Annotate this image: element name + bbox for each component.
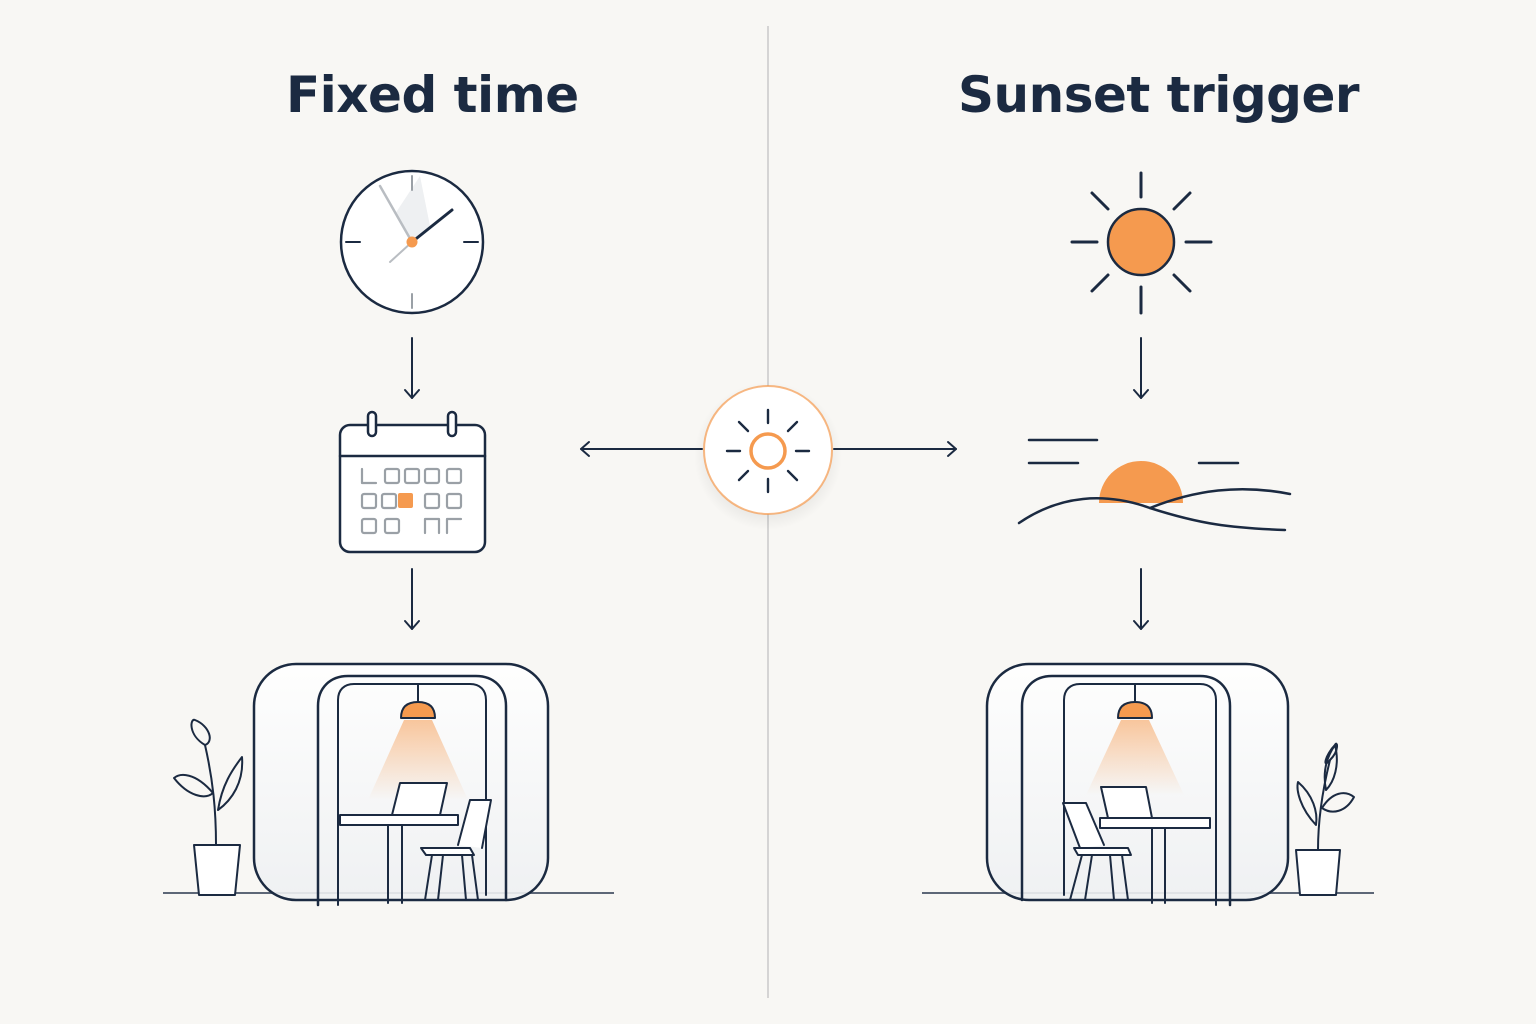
booth-icon: [985, 662, 1290, 907]
clock-icon: [339, 169, 485, 315]
booth-icon: [252, 662, 550, 907]
right-panel-title: Sunset trigger: [958, 66, 1360, 124]
sun-toggle-icon: [725, 408, 811, 494]
arrow-down-icon: [1133, 568, 1149, 630]
plant-icon: [173, 718, 244, 896]
plant-icon: [1295, 742, 1355, 896]
arrow-down-icon: [404, 337, 420, 399]
sunset-horizon-icon: [1017, 438, 1292, 532]
left-panel-title: Fixed time: [286, 66, 579, 124]
arrow-down-icon: [1133, 337, 1149, 399]
sun-icon: [1070, 171, 1213, 315]
calendar-icon: [338, 410, 487, 554]
center-connector: [580, 382, 957, 530]
arrow-down-icon: [404, 568, 420, 630]
